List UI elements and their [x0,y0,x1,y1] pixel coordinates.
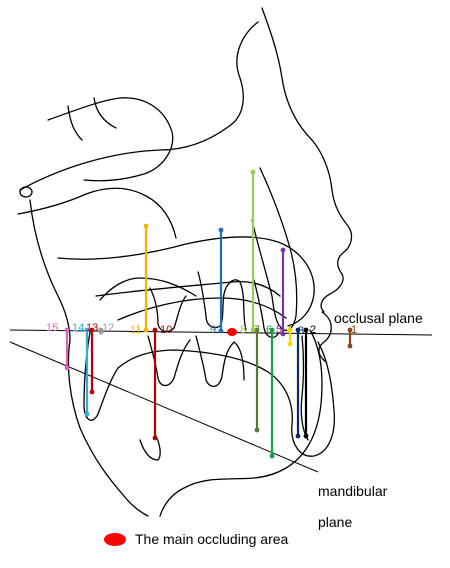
frontal-outline [261,7,353,313]
maxilla-outline [57,236,315,327]
upper-molar-1 [197,271,247,331]
ear-ring [19,186,33,198]
landmark-dot-7-bottom [254,427,260,433]
landmark-dot-9-bottom [218,328,224,334]
landmark-dot-2-top [303,327,309,333]
landmark-dot-5-bottom [280,331,286,337]
lower-incisor-outline [300,335,309,441]
landmark-dot-3-top [295,327,301,333]
canine-outline [253,279,279,339]
mandible-outline [83,331,336,457]
landmark-number-11: 11 [130,324,141,336]
plane-label: plane [318,514,352,530]
landmark-dot-1-top [347,327,353,333]
mandibular-plane-label: mandibular [318,483,388,499]
landmark-dot-14-bottom [84,411,90,417]
landmark-dot-10-top [152,327,158,333]
landmark-dot-8-top [250,169,256,175]
landmark-number-12: 12 [102,322,114,334]
landmark-number-13: 13 [86,322,98,334]
orbit-inner [67,97,117,141]
landmark-number-10: 10 [160,324,172,336]
landmark-dot-11-top [143,223,149,229]
landmark-number-14: 14 [72,322,84,334]
landmark-dot-9-top [218,227,224,233]
landmark-dot-11-bottom [143,327,149,333]
upper-incisor-outline [251,167,298,332]
landmark-dot-15-top [64,327,70,333]
orbit-outline [47,97,174,182]
landmark-number-4: 4 [286,325,292,337]
landmark-dot-13-bottom [89,389,95,395]
sinus-outline [17,187,177,239]
landmark-dots [64,169,353,459]
landmark-number-2: 2 [310,324,316,336]
landmark-dot-15-bottom [64,365,70,371]
landmark-dot-10-bottom [152,435,158,441]
landmark-number-15: 15 [46,322,58,334]
landmark-dot-6-top [269,327,275,333]
occluding-area-dot [227,328,237,336]
pterygoid-outline [29,199,71,341]
landmark-dot-8-bottom [250,327,256,333]
landmark-number-6: 6 [266,324,272,336]
landmark-dot-7-top [254,327,260,333]
landmark-dot-12-bottom [98,329,104,335]
cranial-outline [19,21,259,191]
landmark-dot-13-top [89,327,95,333]
ramus-outline [67,339,149,517]
landmark-dot-4-top [287,327,293,333]
legend-label: The main occluding area [135,531,289,547]
landmark-dot-3-bottom [295,433,301,439]
landmark-dot-1-bottom [347,343,353,349]
landmark-number-1: 1 [351,324,357,336]
landmark-dot-2-bottom [303,433,309,439]
landmark-number-9: 9 [210,324,216,336]
mandibular-plane-line [9,341,319,473]
lower-molar-1 [195,335,245,387]
landmark-dot-5-top [280,247,286,253]
legend: The main occluding area [104,531,288,547]
landmark-lines [65,170,352,458]
chin-outline [159,329,323,517]
lip-outline [318,311,332,363]
landmark-number-8: 8 [240,324,246,336]
occlusal-plane-label: occlusal plane [334,310,423,326]
landmark-number-5: 5 [276,324,282,336]
hyoid-outline [139,435,161,461]
landmark-number-3: 3 [298,325,304,337]
landmark-dot-6-bottom [269,453,275,459]
landmark-number-7: 7 [254,324,260,336]
face-outline [17,7,353,517]
lower-molar-2 [147,335,191,387]
landmark-dot-4-bottom [287,341,293,347]
landmark-dot-14-top [84,327,90,333]
legend-occluding-dot [104,532,126,546]
coronoid-outline [99,277,197,301]
